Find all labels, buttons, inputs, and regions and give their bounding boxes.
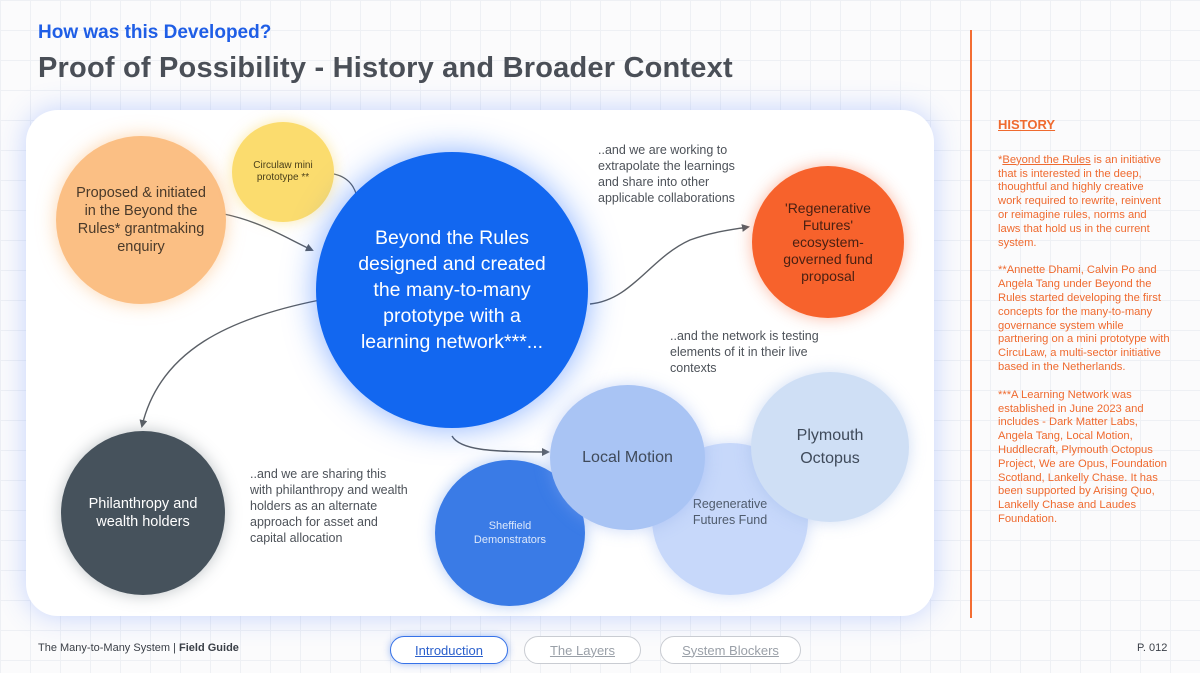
node-circulaw-label: Circulaw mini prototype ** xyxy=(253,160,313,183)
node-regenerative-futures-proposal: 'Regenerative Futures' ecosystem-governe… xyxy=(752,166,904,318)
nav-the-layers-button[interactable]: The Layers xyxy=(524,636,641,664)
node-beyond-label: Beyond the Rules designed and created th… xyxy=(358,227,546,353)
annotation-network: ..and the network is testing elements of… xyxy=(670,329,819,375)
node-proposed: Proposed & initiated in the Beyond the R… xyxy=(56,136,226,304)
node-local-motion: Local Motion xyxy=(550,385,705,530)
sidebar-divider xyxy=(970,30,972,618)
node-plymouth-octopus: Plymouth Octopus xyxy=(751,372,909,522)
sidebar-heading: HISTORY xyxy=(998,117,1056,132)
history-sidebar: HISTORY *Beyond the Rules is an initiati… xyxy=(998,118,1170,541)
annotation-extrapolate: ..and we are working to extrapolate the … xyxy=(598,143,735,205)
page-number: P. 012 xyxy=(1137,642,1168,654)
node-regen-label: 'Regenerative Futures' ecosystem-governe… xyxy=(783,199,873,284)
node-plymouth-label: Plymouth Octopus xyxy=(796,427,864,467)
sidebar-paragraph-1: *Beyond the Rules is an initiative that … xyxy=(998,154,1170,251)
page-title: Proof of Possibility - History and Broad… xyxy=(38,52,733,84)
node-proposed-label: Proposed & initiated in the Beyond the R… xyxy=(76,185,206,255)
footer-guide-name: The Many-to-Many System | Field Guide xyxy=(38,642,239,654)
p1-rest: is an initiative that is interested in t… xyxy=(998,153,1161,249)
sidebar-paragraph-3: ***A Learning Network was established in… xyxy=(998,388,1167,525)
node-philanthropy-label: Philanthropy and wealth holders xyxy=(88,496,198,530)
footer-guide-text: The Many-to-Many System | xyxy=(38,642,180,654)
sidebar-paragraph-2: **Annette Dhami, Calvin Po and Angela Ta… xyxy=(998,264,1170,373)
footer-guide-bold: Field Guide xyxy=(179,642,239,654)
node-circulaw: Circulaw mini prototype ** xyxy=(232,122,334,222)
nav-system-blockers-button[interactable]: System Blockers xyxy=(660,636,801,664)
p1-prefix: * xyxy=(998,153,1003,166)
node-local-label: Local Motion xyxy=(582,448,673,466)
annotation-sharing: ..and we are sharing this with philanthr… xyxy=(250,467,408,545)
nav-introduction-button[interactable]: Introduction xyxy=(390,636,508,664)
node-sheffield-label: Sheffield Demonstrators xyxy=(473,520,547,546)
page-supertitle: How was this Developed? xyxy=(38,22,272,43)
node-philanthropy: Philanthropy and wealth holders xyxy=(61,431,225,595)
node-beyond-the-rules: Beyond the Rules designed and created th… xyxy=(316,152,588,428)
node-rff-label: Regenerative Futures Fund xyxy=(692,497,768,527)
beyond-the-rules-link[interactable]: Beyond the Rules xyxy=(1002,153,1091,166)
